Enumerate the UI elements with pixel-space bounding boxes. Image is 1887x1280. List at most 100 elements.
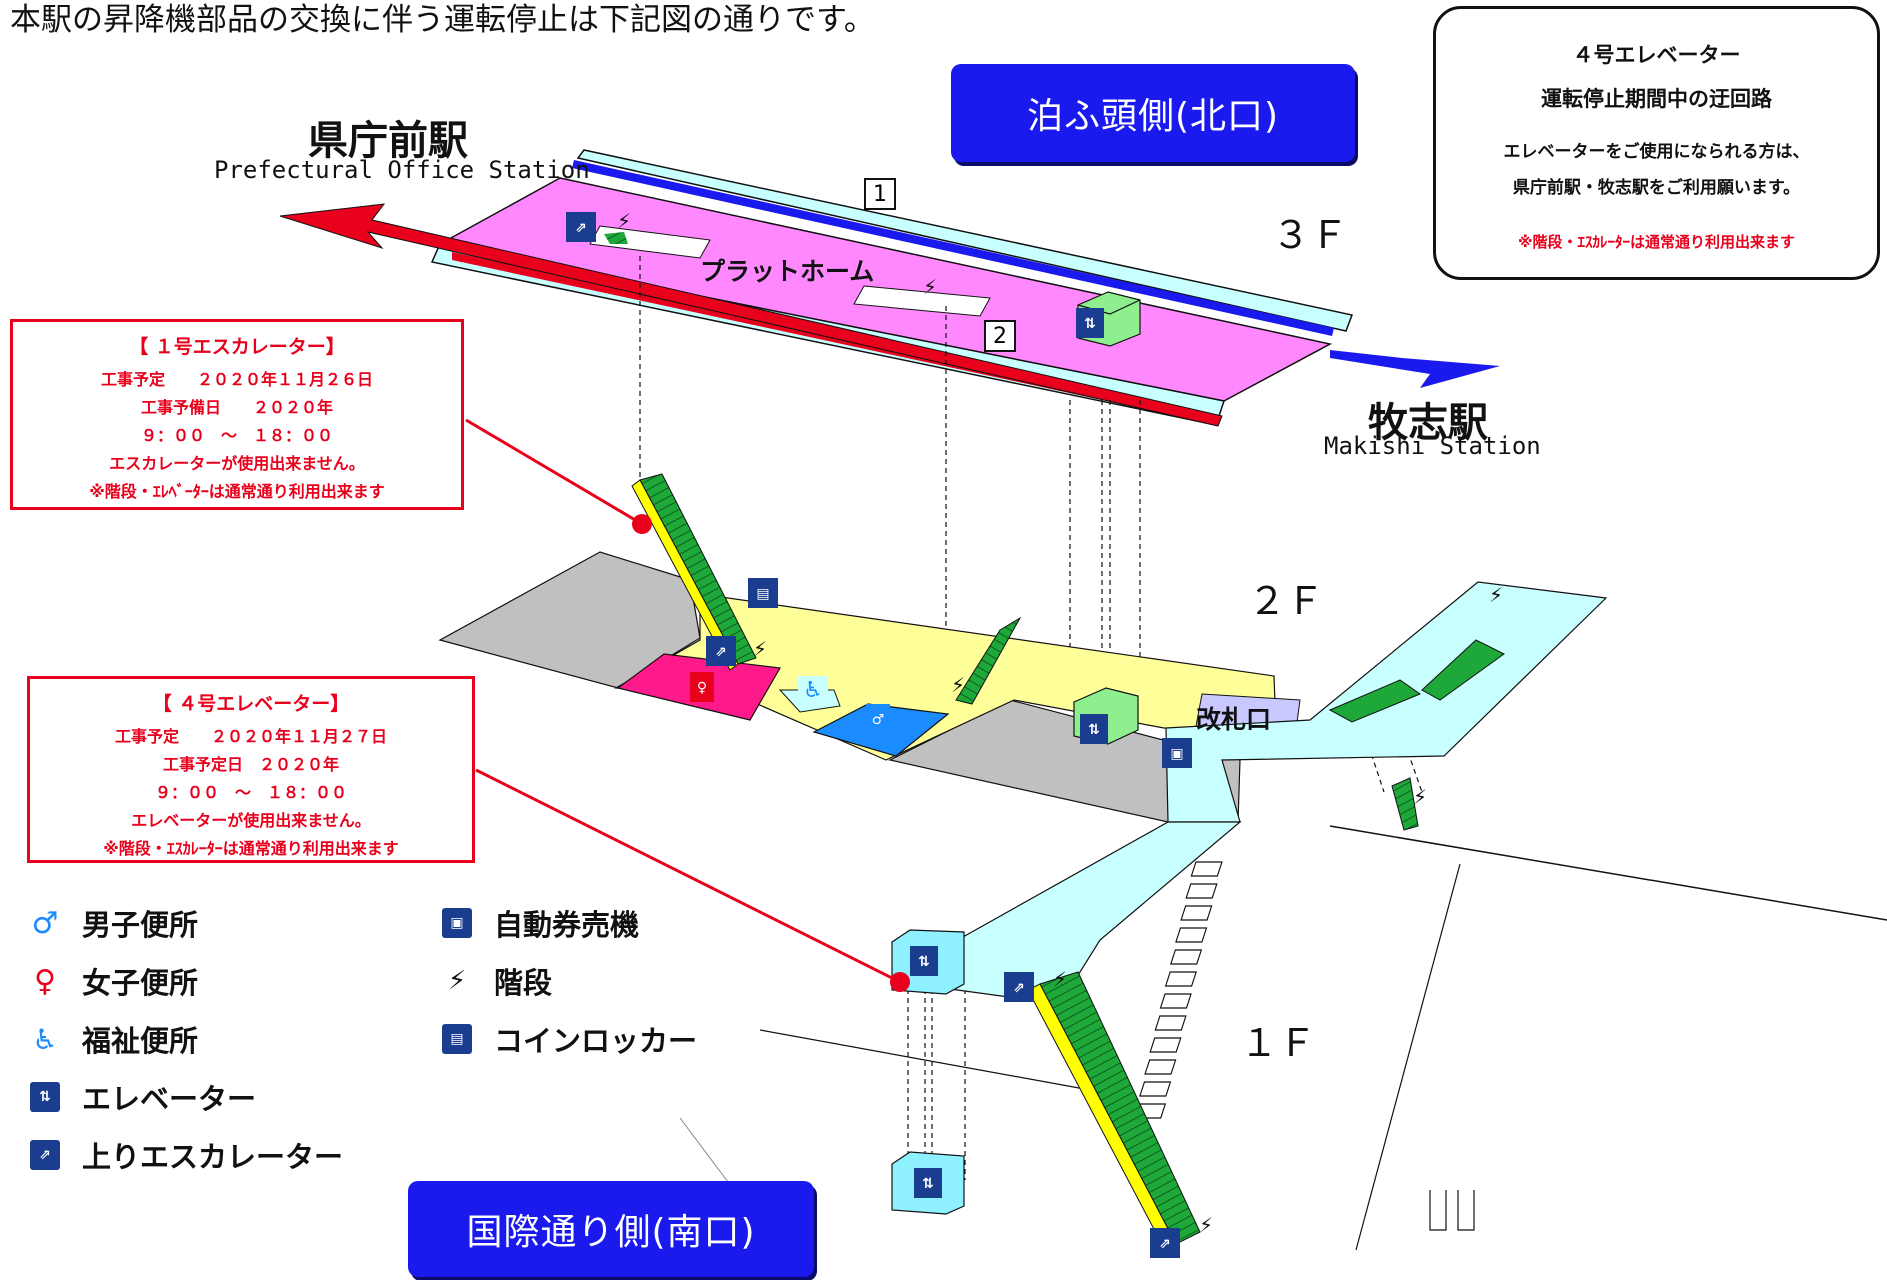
east-station-english: Makishi Station (1324, 432, 1541, 460)
detour-line-2: 県庁前駅・牧志駅をご利用願います。 (1512, 178, 1801, 198)
svg-text:⇗: ⇗ (1013, 980, 1025, 996)
svg-text:⚡: ⚡ (1053, 967, 1067, 991)
south-exit-label: 国際通り側(南口) (408, 1181, 814, 1277)
detour-line-1: エレベーターをご使用になられる方は、 (1503, 142, 1810, 162)
floor-3f (279, 149, 1500, 427)
platform-opening-2 (853, 285, 991, 317)
womens-toilet-icon: ♀ (690, 672, 714, 702)
detour-title: ４号エレベーター (1572, 43, 1741, 67)
accessible-toilet-icon: ♿ (798, 676, 828, 706)
elevator-icon: ⇅ (910, 946, 938, 976)
legend-escalator: ⇗ 上りエスカレーター (28, 1134, 343, 1176)
escalator-up-icon: ⇗ (1004, 972, 1034, 1002)
svg-text:⚡: ⚡ (753, 637, 767, 661)
svg-text:♿: ♿ (803, 678, 823, 703)
north-exit-label: 泊ふ頭側(北口) (951, 64, 1355, 162)
legend-accessible-label: 福祉便所 (82, 1024, 199, 1058)
detour-subtitle: 運転停止期間中の迂回路 (1541, 87, 1772, 111)
svg-text:▤: ▤ (756, 586, 769, 602)
stairs-icon: ⚡ (1489, 583, 1503, 607)
coin-locker-icon: ▤ (440, 1022, 474, 1056)
legend-mens: ♂ 男子便所 (28, 902, 198, 944)
svg-text:⚡: ⚡ (923, 275, 937, 299)
elevator-notice-title: 【 ４号エレベーター】 (152, 693, 350, 715)
svg-text:⇅: ⇅ (1088, 722, 1100, 738)
escalator-notice-title: 【 １号エスカレーター】 (129, 336, 345, 358)
elevator-notice-hours: ９：００ ～ １８：００ (154, 783, 347, 802)
map-icons: ⇗ ⚡ ⚡ ⇅ ▤ ⇗ ⚡ ♀ ♿ ♂ ⚡ ⇅ ▣ ⚡ ⚡ ⇅ ⇗ ⚡ ⇅ ⇗ … (566, 209, 1503, 1258)
east-station-name: 牧志駅 (1368, 400, 1488, 446)
legend-escalator-label: 上りエスカレーター (82, 1140, 344, 1174)
stairs-east-1 (1328, 679, 1422, 723)
accessible-toilet-icon: ♿ (32, 1022, 58, 1056)
legend-accessible: ♿ 福祉便所 (28, 1018, 198, 1060)
escalator-notice-status: エスカレーターが使用出来ません。 (109, 454, 365, 473)
legend-ticket-label: 自動券売機 (494, 908, 640, 942)
legend-mens-label: 男子便所 (82, 908, 199, 942)
track-1-number: 1 (864, 178, 896, 210)
mens-toilet-icon: ♂ (866, 704, 890, 734)
elevator-marker (890, 972, 910, 992)
legend-locker-label: コインロッカー (494, 1024, 698, 1058)
svg-text:⇅: ⇅ (1084, 316, 1096, 332)
svg-text:⚡: ⚡ (617, 209, 631, 233)
escalator-up-icon: ⇗ (566, 212, 596, 242)
legend-locker: ▤ コインロッカー (440, 1018, 697, 1060)
floor-1f (679, 825, 1887, 1253)
svg-text:⚡: ⚡ (951, 673, 965, 697)
west-station-name: 県庁前駅 (308, 118, 468, 164)
track-1-rail (572, 160, 1334, 336)
escalator-1f (1039, 971, 1201, 1245)
coin-locker-icon: ▤ (748, 578, 778, 608)
elevator-notice-status: エレベーターが使用出来ません。 (131, 811, 371, 830)
stairs-east-2 (1421, 639, 1505, 701)
west-station-english: Prefectural Office Station (214, 156, 590, 184)
stairs-icon: ⚡ (1053, 967, 1067, 991)
escalator-notice-schedule: 工事予定 ２０２０年１１月２６日 (100, 370, 373, 389)
legend-stairs: ⚡ 階段 (440, 960, 552, 1002)
ticket-machine-icon: ▣ (440, 906, 474, 940)
stairs-icon: ⚡ (923, 275, 937, 299)
platform-label: プラットホーム (700, 257, 875, 286)
svg-text:♀: ♀ (697, 680, 707, 696)
legend-elevator: ⇅ エレベーター (28, 1076, 256, 1118)
escalator-up-icon: ⇗ (706, 636, 736, 666)
floor-1f-label: １Ｆ (1240, 1021, 1317, 1065)
elevator-icon: ⇅ (1076, 308, 1104, 338)
east-arrow (1330, 350, 1500, 388)
elevator-notice: 【 ４号エレベーター】 工事予定 ２０２０年１１月２７日 工事予定日 ２０２０年… (27, 676, 475, 863)
escalator-notice-reserve: 工事予備日 ２０２０年 (140, 398, 333, 417)
elevator-notice-reserve: 工事予定日 ２０２０年 (162, 755, 339, 774)
stairs-icon: ⚡ (753, 637, 767, 661)
svg-text:⇗: ⇗ (1159, 1236, 1171, 1252)
stairs-icon: ⚡ (1199, 1213, 1213, 1237)
svg-text:⇗: ⇗ (575, 220, 587, 236)
svg-text:⚡: ⚡ (1489, 583, 1503, 607)
escalator-notice-note: ※階段・ｴﾚﾍﾞｰﾀｰは通常通り利用出来ます (89, 482, 385, 501)
escalator-leader-line (465, 418, 643, 526)
svg-text:▣: ▣ (1170, 746, 1183, 762)
stairs-east-3 (1391, 777, 1419, 831)
elevator-icon: ⇅ (28, 1080, 62, 1114)
track-1-edge (576, 149, 1354, 332)
mens-toilet-icon: ♂ (31, 905, 59, 941)
stairs-icon: ⚡ (617, 209, 631, 233)
stairs-2f (955, 616, 1022, 705)
detour-notice: ４号エレベーター 運転停止期間中の迂回路 エレベーターをご使用になられる方は、 … (1433, 6, 1880, 280)
legend-ticket: ▣ 自動券売機 (440, 902, 639, 944)
escalator-notice: 【 １号エスカレーター】 工事予定 ２０２０年１１月２６日 工事予備日 ２０２０… (10, 319, 464, 510)
escalator-1-rail (631, 479, 739, 671)
legend-elevator-label: エレベーター (82, 1082, 257, 1116)
svg-text:⇅: ⇅ (918, 954, 930, 970)
floor-2f (438, 473, 1608, 1005)
gray-area-west (438, 551, 701, 689)
gate-label: 改札口 (1196, 705, 1272, 734)
track-2-number: 2 (984, 320, 1016, 352)
elevator-notice-schedule: 工事予定 ２０２０年１１月２７日 (114, 727, 387, 746)
elevator-icon: ⇅ (1080, 714, 1108, 744)
floor-3f-label: ３Ｆ (1272, 213, 1349, 257)
svg-text:⇅: ⇅ (922, 1176, 934, 1192)
stairs-icon: ⚡ (1413, 785, 1427, 809)
notice-heading: 本駅の昇降機部品の交換に伴う運転停止は下記図の通りです。 (10, 2, 875, 38)
